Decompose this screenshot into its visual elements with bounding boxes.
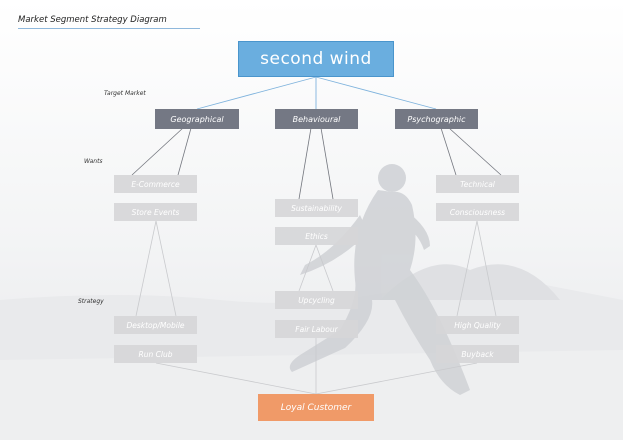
row-label-strategy: Strategy	[78, 298, 104, 305]
strategy-upcycling: Upcycling	[275, 291, 358, 309]
second-wind-logo: second wind	[238, 41, 394, 77]
strategy-run-club: Run Club	[114, 345, 197, 363]
want-ethics: Ethics	[275, 227, 358, 245]
strategy-desktop-mobile: Desktop/Mobile	[114, 316, 197, 334]
want-store-events: Store Events	[114, 203, 197, 221]
row-label-target-market: Target Market	[104, 90, 146, 97]
want-consciousness: Consciousness	[436, 203, 519, 221]
goal-loyal-customer: Loyal Customer	[258, 394, 374, 421]
row-label-wants: Wants	[84, 158, 103, 165]
strategy-buyback: Buyback	[436, 345, 519, 363]
want-technical: Technical	[436, 175, 519, 193]
category-geographical: Geographical	[155, 109, 239, 129]
page-title: Market Segment Strategy Diagram	[18, 15, 167, 25]
strategy-high-quality: High Quality	[436, 316, 519, 334]
title-underline	[18, 28, 200, 29]
want-e-commerce: E-Commerce	[114, 175, 197, 193]
want-sustainability: Sustainability	[275, 199, 358, 217]
category-behavioural: Behavioural	[275, 109, 358, 129]
category-psychographic: Psychographic	[395, 109, 478, 129]
strategy-fair-labour: Fair Labour	[275, 320, 358, 338]
